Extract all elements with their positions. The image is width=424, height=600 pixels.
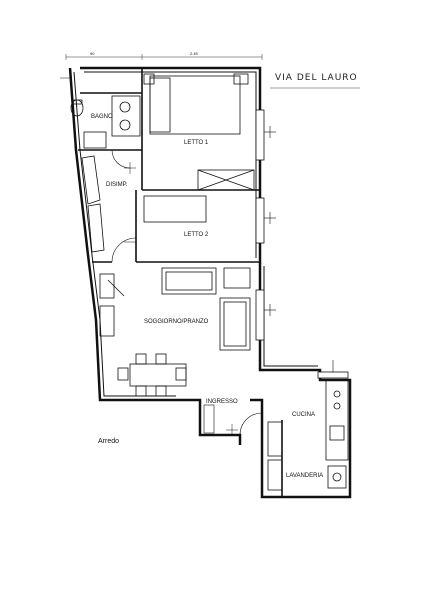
bed-1 (143, 73, 249, 135)
dimension-top-left: 90 (90, 51, 95, 56)
top-dimension-line (65, 54, 263, 60)
outer-walls (68, 66, 352, 499)
wardrobe-letto1 (197, 169, 255, 191)
living-furniture (99, 267, 251, 351)
bed-2 (143, 195, 207, 223)
room-label-letto2: LETTO 2 (184, 232, 209, 238)
bathroom-fixtures (70, 95, 141, 149)
street-label: VIA DEL LAURO (275, 73, 358, 83)
disimp-cabinets (81, 155, 105, 253)
door-letto1 (111, 149, 131, 169)
room-label-bagno: BAGNO (91, 114, 113, 120)
window-ticks (264, 126, 334, 372)
dining-table (117, 353, 187, 397)
door-disimp (111, 237, 137, 263)
room-label-soggiorno: SOGGIORNO/PRANZO (144, 319, 209, 325)
laundry-fixtures (267, 459, 347, 491)
room-label-lavanderia: LAVANDERIA (286, 473, 323, 479)
room-label-cucina: CUCINA (292, 412, 315, 418)
interior-walls (78, 68, 283, 497)
windows-right (255, 109, 349, 379)
measure-marks (60, 77, 238, 436)
kitchen-counter (267, 379, 349, 461)
legend-label: Arredo (98, 438, 119, 445)
entrance-door (203, 404, 263, 436)
room-label-disimp: DISIMP. (106, 182, 128, 188)
dimension-top-right: 2.45 (190, 51, 199, 56)
room-label-letto1: LETTO 1 (184, 140, 209, 146)
room-label-ingresso: INGRESSO (206, 399, 238, 405)
